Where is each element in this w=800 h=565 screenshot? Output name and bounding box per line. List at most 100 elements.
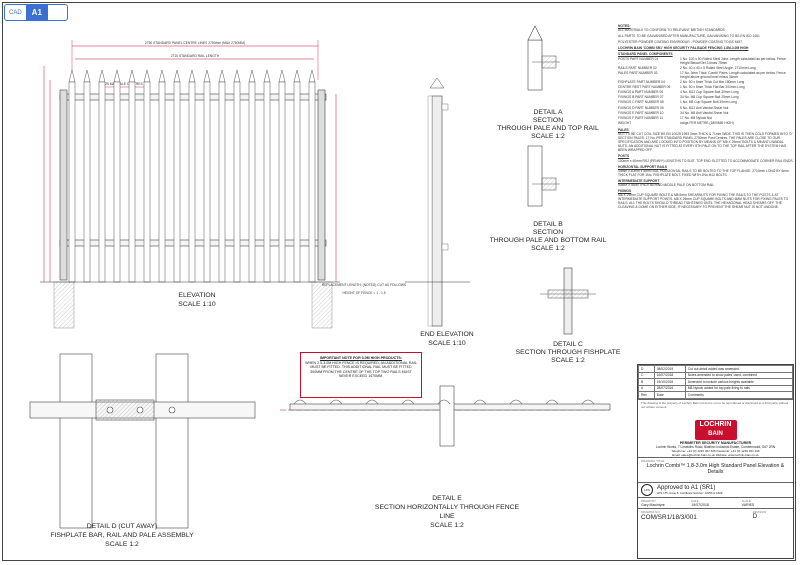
pale (188, 81, 196, 283)
notes-section-text: M8 X 25mm CUP SQUARE BOLTS & M8 6mm SHEA… (618, 193, 789, 210)
pale (158, 81, 166, 283)
pale (308, 81, 316, 283)
pale-section (437, 399, 451, 405)
pale (263, 81, 271, 283)
part-desc: 1 No. M8 Cup Square Bolt 30mm Long (680, 100, 737, 105)
pale (83, 81, 91, 283)
drawing-title: Lochrin Combi™ 1.8-3.0m High Standard Pa… (646, 462, 785, 475)
end-elevation-caption-2: SCALE 1:10 (428, 340, 466, 347)
part-name: POSTS PART NUMBER 01 (618, 56, 659, 61)
pale-point (128, 69, 136, 83)
part-name: FIXINGS A PART NUMBER 06 (618, 90, 664, 95)
part-name: FIXINGS F PART NUMBER 11 (618, 115, 664, 120)
important-note-text: WHEN 2.5-3.0M HIGH FENCE IS REQUIRED, AN… (305, 360, 417, 379)
detail-d-caption-1: DETAIL D (CUT AWAY) (87, 523, 158, 530)
company-address: Lochrin Works, 7 Limekilns Road, Blairli… (655, 444, 776, 449)
detail-d-caption-3: SCALE 1:2 (105, 541, 139, 548)
part-name: RAILS PART NUMBER 02 (618, 65, 657, 70)
part-name: FIXINGS C PART NUMBER 08 (618, 100, 664, 105)
elevation-view: 2750 STANDARD PANEL CENTRE LINES 2750mm … (40, 40, 407, 329)
pale (113, 81, 121, 283)
approval-title: Approved to A1 (SR1) (657, 484, 716, 491)
pale-point (113, 69, 121, 83)
drawing-number: COM/SR1/18/3/001 (641, 513, 697, 521)
notes-heading: NOTES: (618, 24, 631, 28)
pales-group (68, 81, 316, 283)
detail-a-caption-4: SCALE 1:2 (531, 133, 565, 140)
part-name: FIXINGS B PART NUMBER 07 (618, 95, 664, 100)
pale-point (203, 69, 211, 83)
pale-section (545, 399, 559, 405)
notes-intro-3: POLYESTER POWDER COATING ENVIRODUR - POW… (618, 40, 743, 45)
pale (293, 81, 301, 283)
elevation-caption-1: ELEVATION (178, 292, 215, 299)
notes-section-heading: POSTS (618, 154, 630, 159)
part-desc: 17 No. M8 Nylock Nut (680, 115, 713, 120)
detail-e-view: DETAIL E SECTION HORIZONTALLY THROUGH FE… (280, 385, 611, 529)
detail-a-caption-2: SECTION (533, 117, 563, 124)
part-desc: 4 No. M12 Cup Square Bolt 30mm Long (680, 90, 739, 95)
detail-b-caption-3: THROUGH PALE AND BOTTOM RAIL (490, 237, 607, 244)
drawing-title-cell: DRAWING TITLE Lochrin Combi™ 1.8-3.0m Hi… (638, 456, 793, 482)
company-logo: LOCHRIN BAIN (694, 419, 737, 440)
logo-bottom: BAIN (708, 430, 723, 437)
part-desc: 2 No. 50 x 6mm Thick Cut Bar 180mm Long (680, 80, 745, 85)
part-name: PALES PART NUMBER 03 (618, 70, 658, 75)
part-name: FIXINGS D PART NUMBER 09 (618, 105, 664, 110)
detail-c-caption-2: SECTION THROUGH FISHPLATE (516, 349, 621, 356)
detail-a-view: DETAIL A SECTION THROUGH PALE AND TOP RA… (497, 25, 599, 140)
notes-section-text: 50MM X 6MM THICK BEHIND MIDDLE PALE ON B… (618, 183, 715, 187)
pale-section (401, 399, 415, 405)
drawing-date: 19/07/2018 (691, 502, 709, 507)
pale (98, 81, 106, 283)
end-elevation-view: END ELEVATION SCALE 1:10 (405, 77, 474, 347)
elevation-caption-2: SCALE 1:10 (178, 301, 216, 308)
detail-b-caption-2: SECTION (533, 229, 563, 236)
replacement-note: REPLACEMENT LENGTH: (NOTED) CUT AS FOLLO… (322, 283, 407, 287)
part-desc: xxkgs PER METRE (1800MM HIGH) (680, 120, 734, 125)
part-desc: 34 No. M8 Anti Vandal Shear Nut (680, 110, 729, 115)
detail-e-caption-4: SCALE 1:2 (430, 522, 464, 529)
pale-point (218, 69, 226, 83)
revision-label: REVISION (752, 509, 767, 514)
detail-c-caption-3: SCALE 1:2 (551, 357, 585, 364)
pale-point (308, 69, 316, 83)
notes-section-heading: HORIZONTAL SUPPORT RAILS (618, 164, 667, 169)
pale-section (365, 399, 379, 405)
pale-point (263, 69, 271, 83)
pale (278, 81, 286, 283)
company-tagline: PERIMETER SECURITY MANUFACTURER (679, 440, 752, 445)
pale-point (293, 69, 301, 83)
company-email: Email: sales@lochrin-bain.co.uk Website:… (672, 452, 759, 457)
detail-d-view: DETAIL D (CUT AWAY) FISHPLATE BAR, RAIL … (29, 353, 256, 548)
detail-e-caption-3: LINE (439, 513, 455, 520)
detail-b-view: DETAIL B SECTION THROUGH PALE AND BOTTOM… (490, 145, 607, 252)
drawn-by-label: DRAWN BY (641, 498, 656, 503)
drawing-scale: VARIES (741, 502, 755, 507)
company-phone: Telephone: +44 (0) 1236 457 666 Facsimil… (671, 448, 760, 453)
scale-label: SCALE (741, 498, 751, 503)
logo-top: LOCHRIN (699, 420, 732, 428)
rev-header: Rev (638, 391, 655, 399)
pale-point (173, 69, 181, 83)
detail-a-caption-3: THROUGH PALE AND TOP RAIL (497, 125, 599, 132)
pale-point (83, 69, 91, 83)
pale-point (143, 69, 151, 83)
notes-section-heading: PALES (618, 127, 629, 132)
part-desc: 2 No. 40 x 40 x 5 Rolled Steel Angle. 27… (680, 65, 756, 70)
notes-section-text: NOT TO BE CUT COIL SIZE BS EN 10025 1993… (618, 131, 793, 153)
pale-tops (68, 69, 316, 83)
notes-panel: NOTES: ALL MATERIALS TO CONFORM TO RELEV… (618, 22, 794, 368)
detail-c-caption-1: DETAIL C (553, 341, 583, 348)
pale-section (473, 399, 487, 405)
approval-cell: LPS Approved to A1 (SR1) LPS 175: Issue … (638, 481, 793, 497)
part-name: WEIGHT (618, 120, 632, 125)
cad-badge[interactable]: CAD A1 (4, 4, 68, 21)
date-header: Date (653, 391, 686, 399)
